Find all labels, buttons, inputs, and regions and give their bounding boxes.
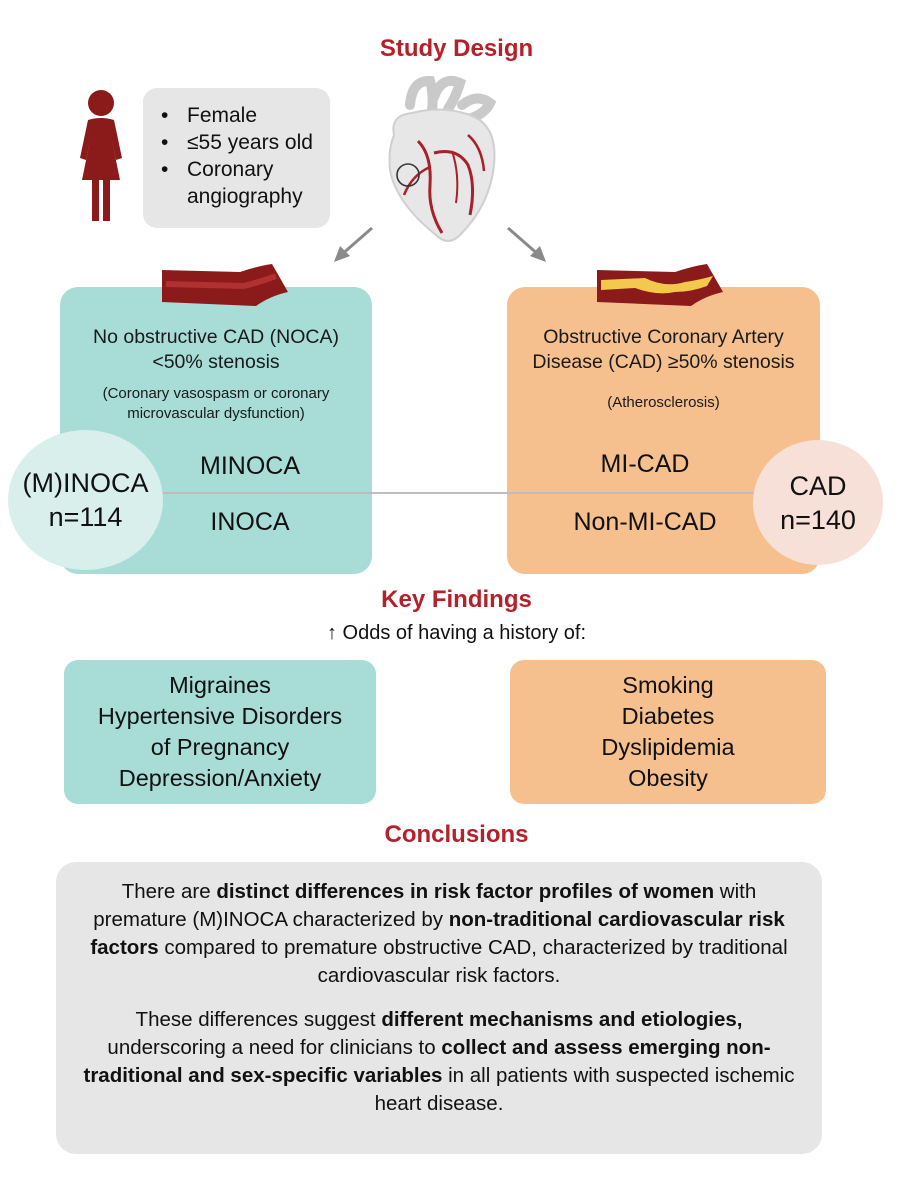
circle-count: n=140 (780, 504, 856, 535)
conclusion-emphasis: non-traditional cardiovascular risk fact… (90, 908, 785, 959)
arrow-down-right-icon (507, 226, 546, 262)
finding-item: Migraines (169, 672, 271, 698)
finding-item: of Pregnancy (150, 734, 290, 760)
circle-label: (M)INOCA (22, 468, 149, 498)
conclusion-text: with premature (M)INOCA characterized by (93, 880, 757, 931)
key-findings-title: Key Findings (381, 586, 532, 613)
artery-icon (597, 264, 723, 306)
noca-subtext-line: (Coronary vasospasm or coronary (102, 385, 330, 402)
conclusion-text: These differences suggest (135, 1008, 382, 1031)
category-mi-cad: MI-CAD (600, 450, 690, 478)
cad-count-circle: CAD n=140 (753, 440, 883, 565)
group-divider-line (152, 492, 768, 494)
inclusion-criteria-box: Female ≤55 years old Coronary angiograph… (143, 88, 330, 228)
criteria-item: ≤55 years old (159, 129, 318, 156)
noca-heading-line: <50% stenosis (152, 351, 280, 373)
category-non-mi-cad: Non-MI-CAD (573, 508, 717, 536)
arrow-down-left-icon (334, 226, 373, 262)
criteria-item: Coronary angiography (159, 156, 318, 210)
circle-count: n=114 (48, 502, 123, 532)
cad-heading: Obstructive Coronary Artery Disease (CAD… (507, 325, 820, 375)
finding-item: Depression/Anxiety (118, 765, 322, 791)
artery-icon (162, 264, 288, 306)
cad-heading-line: Disease (CAD) ≥50% stenosis (532, 351, 795, 373)
cad-subtext: (Atherosclerosis) (607, 394, 720, 411)
finding-item: Hypertensive Disorders (97, 703, 343, 729)
conclusion-paragraph-1: There are distinct differences in risk f… (74, 878, 804, 990)
cad-heading-line: Obstructive Coronary Artery (543, 326, 784, 348)
category-inoca: INOCA (210, 508, 290, 536)
conclusions-box: There are distinct differences in risk f… (56, 862, 822, 1154)
finding-item: Obesity (628, 765, 708, 791)
noca-heading-line: No obstructive CAD (NOCA) (93, 326, 339, 348)
conclusion-emphasis: collect and assess emerging non-traditio… (83, 1036, 771, 1087)
minoca-count-circle: (M)INOCA n=114 (8, 430, 163, 570)
conclusion-paragraph-2: These differences suggest different mech… (74, 1006, 804, 1118)
woman-icon (80, 90, 122, 221)
finding-item: Diabetes (621, 703, 715, 729)
conclusion-text: in all patients with suspected ischemic … (374, 1064, 795, 1115)
conclusion-text: compared to premature obstructive CAD, c… (158, 936, 788, 987)
study-design-title: Study Design (379, 35, 534, 62)
category-minoca: MINOCA (200, 452, 300, 480)
noca-heading: No obstructive CAD (NOCA) <50% stenosis (60, 325, 372, 375)
key-findings-subtitle: ↑ Odds of having a history of: (326, 622, 587, 644)
noca-findings-box: Migraines Hypertensive Disorders of Preg… (64, 660, 376, 804)
finding-item: Dyslipidemia (601, 734, 735, 760)
heart-icon (388, 75, 497, 242)
conclusions-title: Conclusions (384, 821, 529, 848)
conclusion-text: underscoring a need for clinicians to (107, 1036, 442, 1059)
cad-findings-box: Smoking Diabetes Dyslipidemia Obesity (510, 660, 826, 804)
noca-subtext-line: microvascular dysfunction) (127, 405, 305, 422)
criteria-item: Female (159, 102, 318, 129)
noca-subtext: (Coronary vasospasm or coronary microvas… (60, 384, 372, 424)
finding-item: Smoking (622, 672, 714, 698)
conclusion-text: There are (121, 880, 217, 903)
circle-label: CAD (789, 470, 847, 501)
conclusion-emphasis: different mechanisms and etiologies, (381, 1008, 743, 1031)
conclusion-emphasis: distinct differences in risk factor prof… (216, 880, 715, 903)
